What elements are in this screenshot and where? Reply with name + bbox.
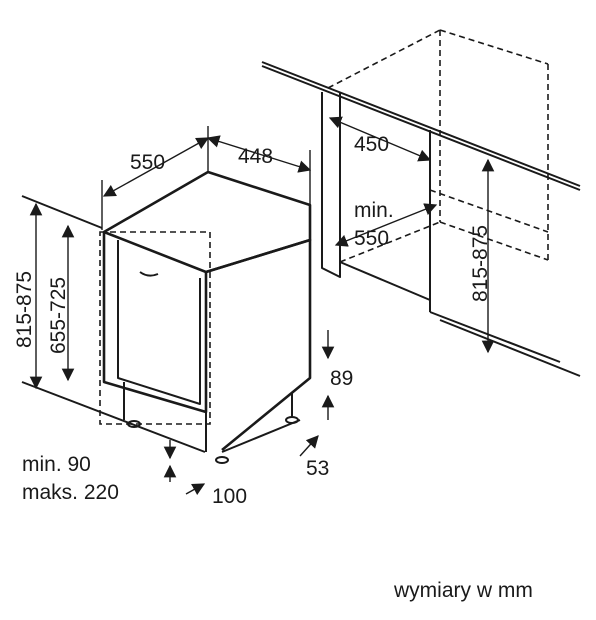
niche-height-label: 815-875 (469, 224, 492, 302)
plinth-min-label: min. 90 (22, 453, 91, 476)
appliance-height-label: 815-875 (13, 270, 36, 348)
units-caption: wymiary w mm (394, 579, 533, 602)
plinth-offset-label: 53 (306, 457, 330, 480)
niche-width-label: 450 (354, 133, 390, 156)
foot-height-label: 89 (330, 367, 354, 390)
inner-height-label: 655-725 (47, 276, 70, 354)
depth-dimension-label: 550 (130, 151, 166, 174)
plinth-max-label: maks. 220 (22, 481, 119, 504)
width-dimension-label: 448 (238, 145, 274, 168)
niche-depth-min-label: min. (354, 199, 394, 222)
niche-depth-min-value: 550 (354, 227, 390, 250)
dishwasher-body (99, 170, 312, 464)
wall-reference-lines (21, 126, 311, 453)
dimension-arrows (29, 116, 495, 496)
plinth-depth-label: 100 (212, 485, 248, 508)
